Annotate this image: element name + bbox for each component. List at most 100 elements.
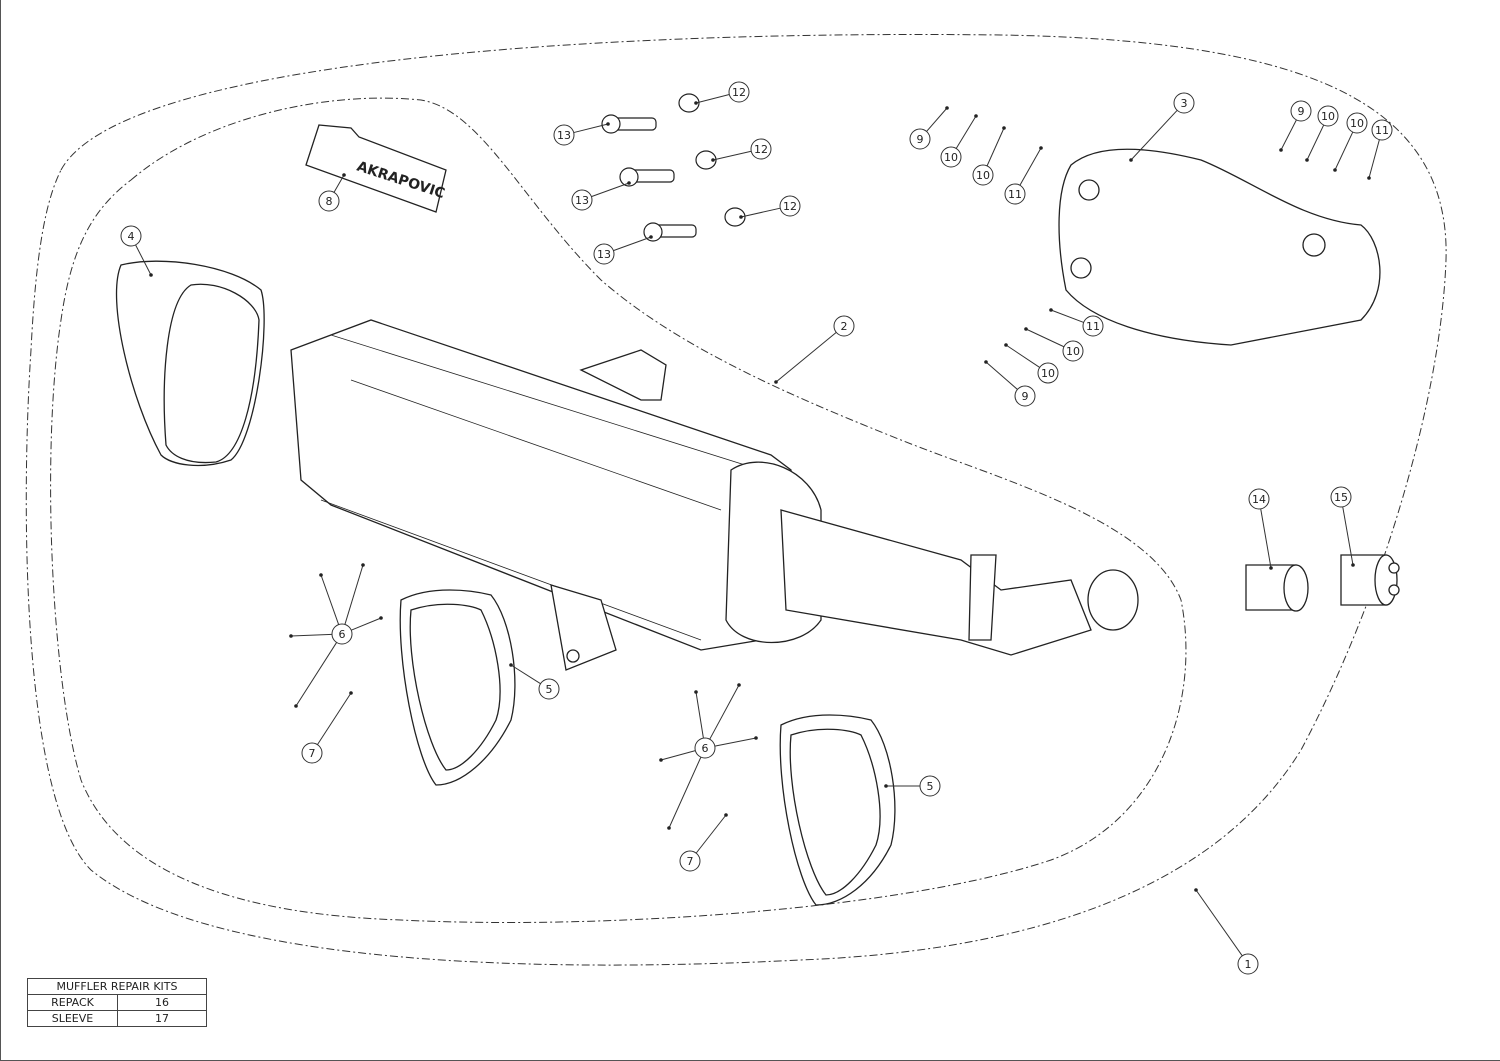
leader-dot — [379, 616, 383, 620]
callout-13: 13 — [593, 235, 653, 265]
callout-circle — [1371, 119, 1393, 141]
callout-7: 7 — [679, 813, 728, 872]
callout-8: 8 — [318, 173, 346, 212]
leader-line — [613, 236, 652, 252]
callout-11: 11 — [1049, 308, 1104, 337]
leader-line — [660, 750, 696, 761]
leader-dot — [724, 813, 728, 817]
callout-circle — [593, 243, 615, 265]
callout-number: 10 — [1041, 367, 1055, 380]
leader-line — [695, 93, 730, 104]
callout-3: 3 — [1129, 92, 1195, 162]
callout-13: 13 — [553, 122, 610, 146]
kit-number: 17 — [117, 1010, 207, 1027]
callout-circle — [120, 225, 142, 247]
callout-11: 11 — [1367, 119, 1393, 180]
callout-10: 10 — [972, 126, 1006, 186]
leader-dot — [659, 758, 663, 762]
callout-14: 14 — [1248, 488, 1273, 570]
callout-number: 10 — [1066, 345, 1080, 358]
leader-line — [740, 207, 781, 218]
callout-circle — [318, 190, 340, 212]
callout-2: 2 — [774, 315, 855, 384]
callout-10: 10 — [1024, 327, 1084, 362]
callout-number: 10 — [1321, 110, 1335, 123]
callout-12: 12 — [694, 81, 750, 105]
callout-circle — [1248, 488, 1270, 510]
bolts — [601, 93, 746, 242]
callout-circle — [833, 315, 855, 337]
leader-line — [344, 564, 364, 625]
leader-line — [295, 642, 338, 707]
callout-number: 10 — [976, 169, 990, 182]
callout-1: 1 — [1194, 888, 1259, 975]
callout-12: 12 — [739, 195, 801, 219]
repair-kits-title: MUFFLER REPAIR KITS — [27, 978, 207, 995]
leader-dot — [1002, 126, 1006, 130]
leader-line — [926, 107, 948, 132]
kit-name: REPACK — [27, 994, 118, 1011]
callout-13: 13 — [571, 181, 631, 211]
callout-number: 13 — [575, 194, 589, 207]
callout-circle — [1290, 100, 1312, 122]
leader-line — [955, 115, 977, 149]
callout-number: 5 — [546, 683, 553, 696]
callout-circle — [940, 146, 962, 168]
leader-dot — [1129, 158, 1133, 162]
callout-number: 8 — [326, 195, 333, 208]
leader-line — [290, 633, 333, 637]
kit-number: 16 — [117, 994, 207, 1011]
leader-dot — [1039, 146, 1043, 150]
heat-shield — [1058, 148, 1381, 346]
leader-dot — [1194, 888, 1198, 892]
leader-dot — [1024, 327, 1028, 331]
callout-12: 12 — [711, 138, 772, 162]
callout-circle — [571, 189, 593, 211]
leader-line — [1368, 139, 1380, 179]
callout-number: 14 — [1252, 493, 1266, 506]
callout-circle — [331, 623, 353, 645]
leader-line — [1025, 328, 1065, 348]
leader-line — [775, 331, 837, 383]
end-cap — [115, 260, 265, 467]
sleeve-14 — [1245, 564, 1309, 612]
callout-number: 10 — [944, 151, 958, 164]
leader-line — [1334, 131, 1354, 171]
kit-name: SLEEVE — [27, 1010, 118, 1027]
clamp-15 — [1340, 554, 1400, 606]
leader-line — [695, 691, 704, 739]
mounting-ring — [399, 589, 896, 906]
leader-dot — [342, 173, 346, 177]
callout-number: 6 — [702, 742, 709, 755]
callout-number: 13 — [557, 129, 571, 142]
callout-5: 5 — [509, 663, 560, 700]
leader-line — [135, 244, 152, 276]
leader-line — [317, 692, 352, 745]
leader-dot — [1351, 563, 1355, 567]
leader-line — [351, 617, 382, 631]
callout-number: 13 — [597, 248, 611, 261]
callout-circle — [972, 164, 994, 186]
leader-line — [1019, 147, 1042, 186]
callout-number: 11 — [1086, 320, 1100, 333]
callout-number: 2 — [841, 320, 848, 333]
callout-number: 9 — [1298, 105, 1305, 118]
leader-line — [510, 664, 541, 685]
callout-4: 4 — [120, 225, 153, 277]
leader-line — [709, 684, 740, 740]
callout-circle — [679, 850, 701, 872]
callout-number: 9 — [1022, 390, 1029, 403]
callout-6: 6 — [289, 563, 383, 708]
callouts: 1234556677899910101010101011111112121213… — [120, 81, 1393, 975]
leader-line — [712, 150, 752, 161]
leader-line — [1195, 889, 1243, 957]
callout-10: 10 — [1004, 343, 1059, 384]
callout-9: 9 — [909, 106, 949, 150]
leader-dot — [1367, 176, 1371, 180]
outer-boundary — [25, 33, 1447, 966]
leader-dot — [509, 663, 513, 667]
callout-15: 15 — [1330, 486, 1355, 567]
callout-9: 9 — [984, 360, 1036, 407]
